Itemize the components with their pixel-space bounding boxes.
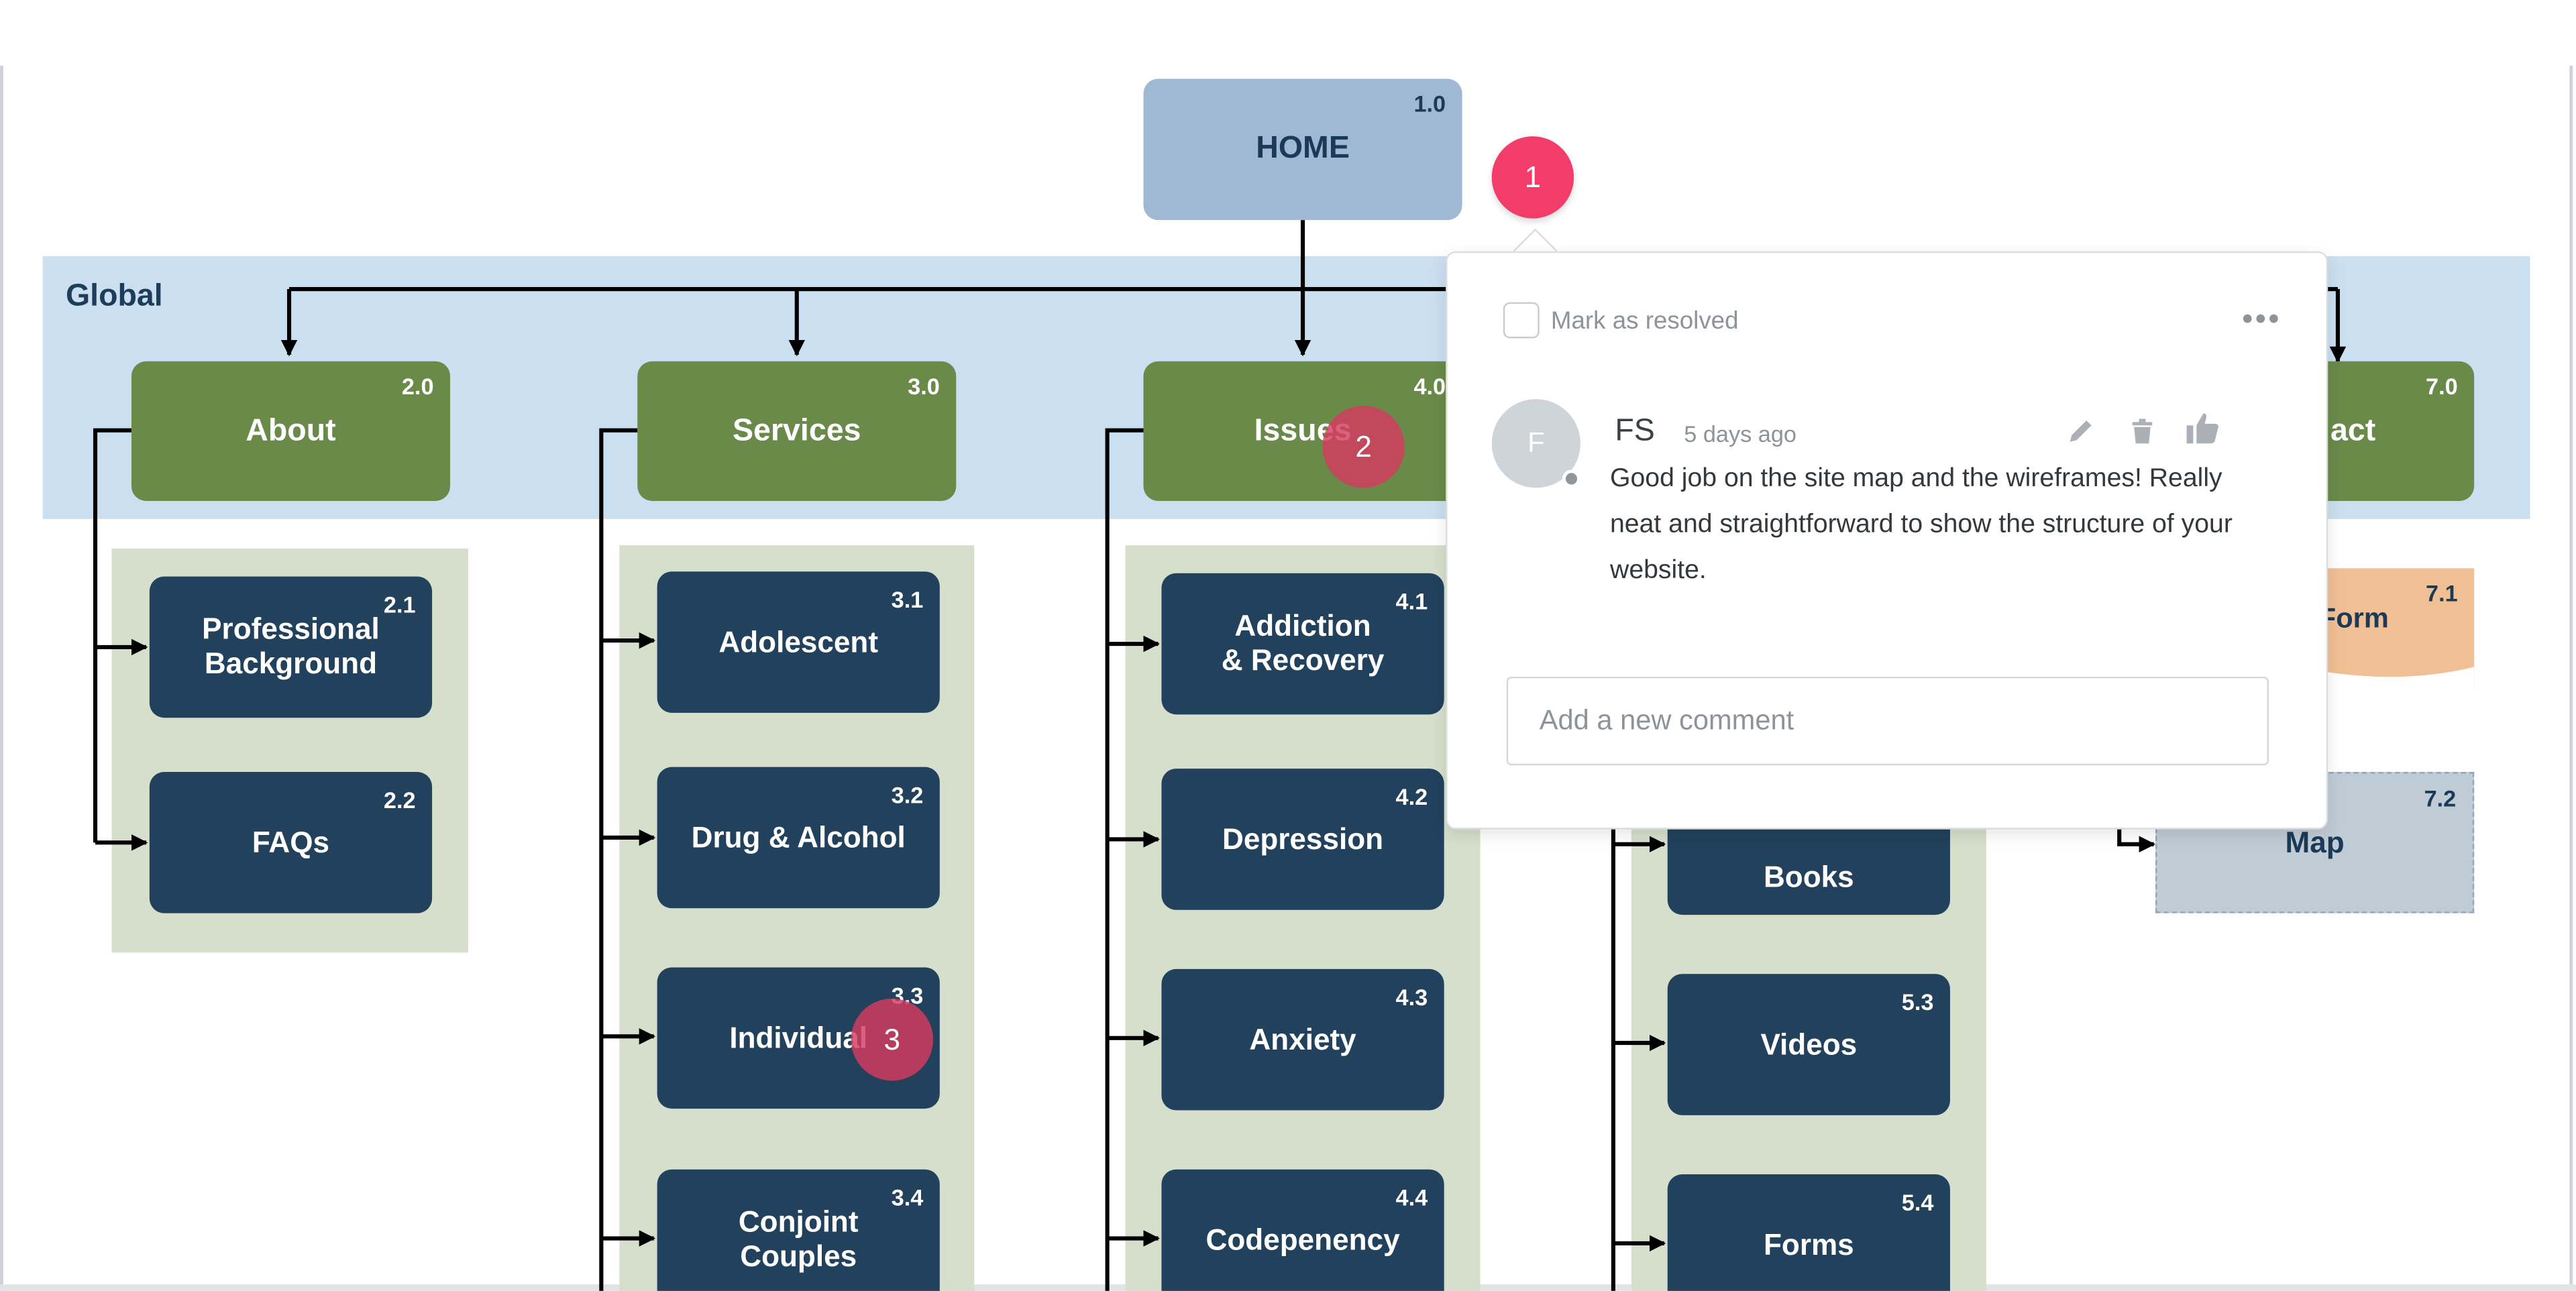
node-label-line: Couples — [740, 1239, 857, 1273]
node-number: 3.4 — [891, 1184, 924, 1211]
resolve-checkbox[interactable] — [1503, 302, 1540, 339]
resolve-label[interactable]: Mark as resolved — [1550, 306, 1739, 335]
node-label: Individual — [729, 1021, 868, 1054]
node-label: FAQs — [252, 825, 330, 858]
node-label: About — [246, 412, 336, 448]
node-home[interactable]: HOME 1.0 — [1143, 78, 1462, 221]
node-number: 4.0 — [1413, 372, 1446, 400]
node-label-line: Professional — [202, 612, 380, 646]
node-label: Videos — [1760, 1027, 1858, 1060]
comment-author: FS — [1615, 414, 1655, 449]
node-label: Map — [2285, 826, 2345, 859]
node-number: 7.2 — [2424, 785, 2457, 811]
node-number: 2.2 — [383, 787, 416, 813]
node-label-line: & Recovery — [1221, 644, 1385, 677]
comment-text: Good job on the site map and the wirefra… — [1610, 465, 2233, 585]
node-codepenency[interactable]: Codepenency 4.4 — [1161, 1169, 1444, 1291]
node-forms[interactable]: Forms 5.4 — [1667, 1174, 1950, 1291]
node-number: 7.1 — [2426, 579, 2458, 606]
node-label: act — [2330, 412, 2376, 448]
node-number: 3.2 — [891, 781, 924, 808]
node-anxiety[interactable]: Anxiety 4.3 — [1161, 968, 1444, 1111]
trash-icon[interactable] — [2126, 414, 2159, 447]
node-addiction-recovery[interactable]: Addiction& Recovery 4.1 — [1161, 573, 1444, 715]
node-home-label: HOME — [1256, 131, 1350, 166]
node-label: Services — [733, 412, 861, 448]
node-label-line: Background — [204, 647, 378, 680]
node-label: Codepenency — [1205, 1223, 1400, 1256]
node-number: 4.3 — [1395, 983, 1428, 1011]
global-label: Global — [65, 279, 163, 314]
node-label: Forms — [1763, 1227, 1854, 1261]
more-horizontal-icon[interactable] — [2241, 312, 2280, 325]
node-number: 5.3 — [1901, 989, 1934, 1015]
node-label-line: Addiction — [1234, 609, 1371, 642]
node-number: 3.0 — [908, 372, 940, 400]
node-number: 4.2 — [1395, 783, 1428, 810]
node-label: Drug & Alcohol — [691, 820, 906, 854]
node-adolescent[interactable]: Adolescent 3.1 — [657, 571, 940, 713]
canvas-right-edge — [2569, 65, 2573, 1291]
node-label: Depression — [1222, 822, 1384, 855]
node-videos[interactable]: Videos 5.3 — [1667, 974, 1950, 1115]
thumbs-up-icon[interactable] — [2184, 409, 2223, 449]
comment-time: 5 days ago — [1684, 420, 1796, 447]
node-issues[interactable]: Issues 4.0 — [1143, 361, 1462, 501]
node-number: 4.1 — [1395, 587, 1428, 614]
node-services[interactable]: Services 3.0 — [637, 361, 957, 501]
comment-marker-2[interactable]: 2 — [1322, 405, 1405, 488]
status-dot — [1562, 469, 1580, 488]
node-label: Adolescent — [718, 624, 879, 658]
node-depression[interactable]: Depression 4.2 — [1161, 769, 1444, 910]
node-about[interactable]: About 2.0 — [131, 361, 451, 501]
pencil-icon[interactable] — [2065, 414, 2098, 447]
node-number: 7.0 — [2426, 372, 2458, 400]
comment-marker-3[interactable]: 3 — [851, 998, 934, 1081]
node-faqs[interactable]: FAQs 2.2 — [149, 772, 433, 913]
node-home-number: 1.0 — [1413, 90, 1446, 117]
node-label: Books — [1763, 860, 1854, 893]
node-label-line: Conjoint — [738, 1205, 859, 1239]
node-number: 3.1 — [891, 586, 924, 613]
node-drug-alcohol[interactable]: Drug & Alcohol 3.2 — [657, 767, 940, 909]
node-number: 5.4 — [1901, 1189, 1934, 1216]
node-number: 4.4 — [1395, 1184, 1428, 1211]
comment-popup: Mark as resolved F FS 5 days ago Good jo… — [1446, 251, 2328, 830]
node-number: 2.1 — [383, 591, 416, 618]
new-comment-input[interactable] — [1506, 676, 2269, 766]
node-number: 2.0 — [401, 372, 434, 400]
node-label: Anxiety — [1249, 1022, 1356, 1056]
node-label: Form — [2318, 602, 2389, 634]
node-label: Addiction& Recovery — [1222, 610, 1385, 679]
canvas-left-edge — [0, 65, 3, 1291]
comment-marker-1[interactable]: 1 — [1491, 136, 1574, 219]
